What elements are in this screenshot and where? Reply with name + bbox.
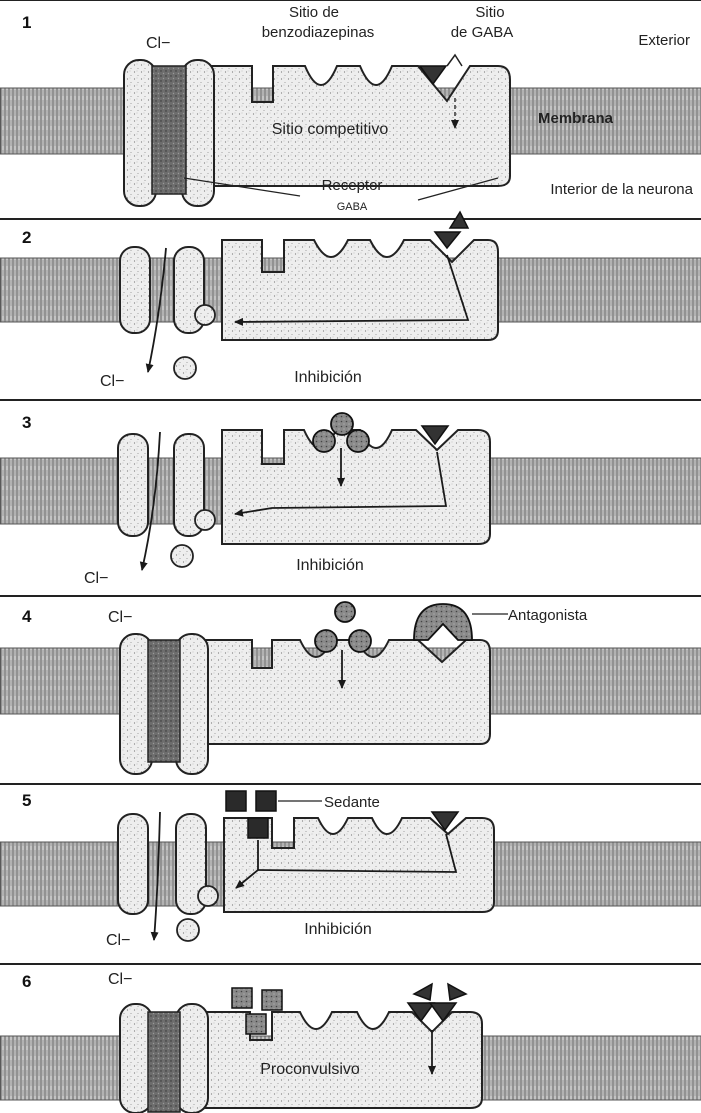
benzo-site-label: benzodiazepinas bbox=[262, 24, 375, 41]
chloride-label: Cl− bbox=[108, 971, 132, 988]
gaba-site-pointer bbox=[447, 55, 462, 66]
benzodiazepine-ligand bbox=[313, 430, 335, 452]
panel-1: 1 Cl− Sitio de benzodiazepinas Sitio de … bbox=[0, 0, 701, 213]
channel-subunit bbox=[120, 634, 152, 774]
antagonist-molecule bbox=[414, 604, 472, 640]
panel-number: 3 bbox=[22, 413, 31, 432]
inverse-agonist-molecule bbox=[232, 988, 252, 1008]
chloride-label: Cl− bbox=[108, 609, 132, 626]
center-label: Proconvulsivo bbox=[260, 1061, 360, 1078]
channel-subunit bbox=[118, 434, 148, 536]
panel-5: 5 Sedante Cl− Inhibición bbox=[0, 784, 701, 949]
channel-subunit bbox=[176, 1004, 208, 1113]
channel-subunit bbox=[124, 60, 156, 206]
receptor-label: GABA bbox=[337, 201, 368, 213]
chloride-label: Cl− bbox=[84, 570, 108, 587]
membrane-label: Membrana bbox=[538, 110, 614, 127]
channel-subunit bbox=[176, 634, 208, 774]
chloride-channel bbox=[124, 60, 214, 206]
channel-knob bbox=[174, 357, 196, 379]
panel-4: 4 Antagonista Cl− bbox=[0, 596, 701, 774]
channel-knob bbox=[195, 305, 215, 325]
benzodiazepine-ligand bbox=[331, 413, 353, 435]
effect-label: Inhibición bbox=[294, 369, 362, 386]
gaba-receptor-body bbox=[196, 1012, 482, 1108]
benzodiazepine-ligand bbox=[347, 430, 369, 452]
chloride-label: Cl− bbox=[100, 373, 124, 390]
panel-number: 5 bbox=[22, 791, 31, 810]
channel-knob bbox=[198, 886, 218, 906]
closed-pore bbox=[148, 1012, 180, 1112]
receptor-label: Receptor bbox=[322, 177, 383, 194]
gaba-site-label: de GABA bbox=[451, 24, 514, 41]
chloride-channel bbox=[120, 634, 208, 774]
panel-number: 4 bbox=[22, 607, 32, 626]
antagonist-label: Antagonista bbox=[508, 607, 588, 624]
channel-subunit bbox=[120, 247, 150, 333]
inverse-agonist-molecule bbox=[246, 1014, 266, 1034]
closed-pore bbox=[152, 66, 186, 194]
channel-subunit bbox=[118, 814, 148, 914]
benzo-site-label: Sitio de bbox=[289, 4, 339, 21]
sedative-molecule bbox=[256, 791, 276, 811]
panel-2: 2 Cl− Inhibición bbox=[0, 212, 701, 390]
effect-label: Inhibición bbox=[304, 921, 372, 938]
gaba-receptor-body bbox=[222, 240, 498, 340]
channel-subunit bbox=[120, 1004, 152, 1113]
panel-number: 6 bbox=[22, 972, 31, 991]
closed-pore bbox=[148, 640, 180, 762]
inverse-agonist-molecule bbox=[262, 990, 282, 1010]
sedative-molecule bbox=[248, 818, 268, 838]
channel-subunit bbox=[182, 60, 214, 206]
sedative-molecule bbox=[226, 791, 246, 811]
panel-3: 3 Cl− Inhibición bbox=[0, 400, 701, 587]
sedative-label: Sedante bbox=[324, 794, 380, 811]
channel-knob bbox=[177, 919, 199, 941]
gaba-ligand bbox=[414, 984, 432, 1000]
panel-number: 2 bbox=[22, 228, 31, 247]
exterior-label: Exterior bbox=[638, 32, 690, 49]
gaba-ligand bbox=[435, 232, 460, 248]
channel-knob bbox=[171, 545, 193, 567]
chloride-label: Cl− bbox=[146, 35, 170, 52]
interior-label: Interior de la neurona bbox=[550, 181, 693, 198]
center-label: Sitio competitivo bbox=[272, 121, 389, 138]
gaba-site-label: Sitio bbox=[475, 4, 504, 21]
benzodiazepine-ligand bbox=[335, 602, 355, 622]
channel-knob bbox=[195, 510, 215, 530]
gaba-ligand bbox=[448, 984, 466, 1000]
chloride-channel bbox=[120, 1004, 208, 1113]
benzodiazepine-ligand bbox=[315, 630, 337, 652]
panel-6: 6 Cl− Proconvulsivo bbox=[0, 964, 701, 1113]
effect-label: Inhibición bbox=[296, 557, 364, 574]
chloride-label: Cl− bbox=[106, 932, 130, 949]
benzodiazepine-ligand bbox=[349, 630, 371, 652]
panel-number: 1 bbox=[22, 13, 31, 32]
